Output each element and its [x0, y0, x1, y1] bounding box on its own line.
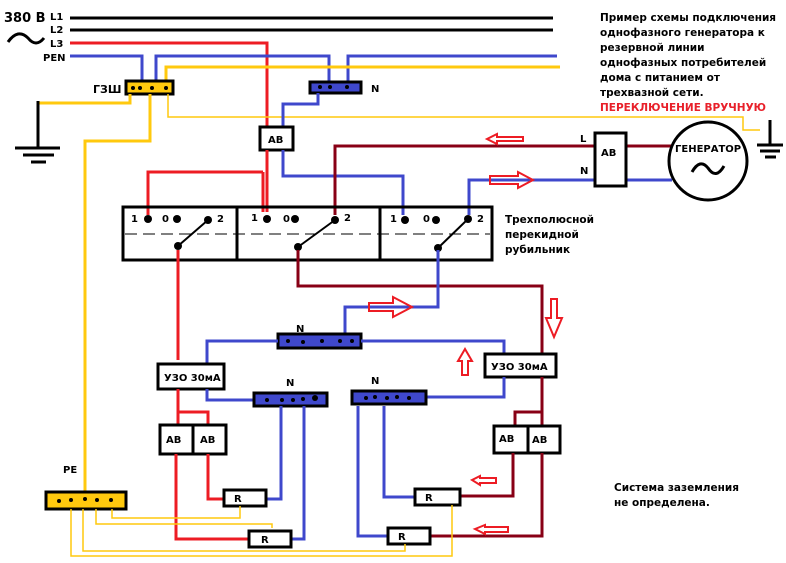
- ground-icon-right: [757, 143, 783, 159]
- generator-breaker-label: АВ: [601, 148, 616, 159]
- pe-bus-label: PE: [63, 465, 77, 476]
- rcd-left-label: УЗО 30мА: [164, 373, 221, 384]
- main-breaker-label: АВ: [268, 135, 283, 146]
- n-bus-middle-label: N: [296, 324, 304, 335]
- breaker-left-1-label: АВ: [166, 435, 181, 446]
- pole1-pos0-label: 0: [162, 214, 169, 225]
- rcd-right-label: УЗО 30мА: [491, 362, 548, 373]
- grounding-note: Система заземления не определена.: [614, 481, 739, 511]
- wire-pe-top: [164, 65, 560, 83]
- wire-l3: [70, 41, 269, 130]
- generator-label: ГЕНЕРАТОР: [675, 144, 741, 155]
- description-line: трехвазной сети.: [600, 87, 704, 99]
- breaker-right-1-label: АВ: [499, 434, 514, 445]
- line-label-pen: PEN: [43, 53, 66, 64]
- supply-header: 380 В L1 L2 L3 PEN: [4, 11, 66, 64]
- pole2-pos1-label: 1: [251, 213, 258, 224]
- pole1-pos2-label: 2: [217, 214, 224, 225]
- gzsh-label: ГЗШ: [93, 83, 121, 96]
- rcd-right: [483, 352, 558, 379]
- wire-gen-l: [333, 144, 595, 215]
- wire-right-phase: [296, 250, 544, 353]
- wire-n-to-gen: [346, 54, 557, 84]
- switch-caption-3: рубильник: [505, 244, 570, 256]
- line-label-l1: L1: [50, 12, 63, 23]
- arrow-down-icon: [544, 298, 564, 340]
- load-r-2-label: R: [261, 535, 269, 546]
- gen-l-label: L: [580, 134, 587, 145]
- wire-n-out: [343, 250, 440, 334]
- breaker-pair-left: АВ АВ: [158, 423, 228, 456]
- n-bus-right: N: [350, 376, 428, 406]
- load-r-2: R: [247, 529, 293, 549]
- breaker-pair-right: АВ АВ: [492, 424, 562, 455]
- grounding-note-line: Система заземления: [614, 482, 739, 494]
- generator-breaker: [593, 131, 628, 188]
- n-bus-top: N: [308, 80, 379, 95]
- arrow-left-icon: [472, 523, 509, 536]
- voltage-label: 380 В: [4, 11, 46, 26]
- line-label-l2: L2: [50, 25, 63, 36]
- load-r-1: R: [222, 488, 268, 508]
- gzsh-bus: ГЗШ: [93, 79, 175, 96]
- main-breaker: [258, 125, 295, 152]
- wire-gen-n: [467, 178, 595, 215]
- pole3-pos2-label: 2: [477, 214, 484, 225]
- breaker-right-2-label: АВ: [532, 435, 547, 446]
- n-bus-top-label: N: [371, 84, 379, 95]
- breaker-left-2-label: АВ: [200, 435, 215, 446]
- load-r-4: R: [386, 526, 432, 546]
- n-bus-right-label: N: [371, 376, 379, 387]
- switch-caption-2: перекидной: [505, 229, 579, 241]
- description-line: Пример схемы подключения: [600, 12, 777, 24]
- ground-icon-left: [15, 146, 60, 164]
- n-bus-left: N: [252, 378, 329, 408]
- arrow-left-icon: [484, 132, 524, 146]
- switch-caption-1: Трехполюсной: [505, 214, 594, 226]
- line-label-l3: L3: [50, 39, 63, 50]
- description-line: дома с питанием от: [600, 72, 720, 84]
- ac-sine-icon: [6, 32, 46, 45]
- grounding-note-line: не определена.: [614, 497, 710, 509]
- pole2-pos0-label: 0: [283, 214, 290, 225]
- ac-sine-icon: [690, 162, 726, 175]
- description-line: однофазного генератора к: [600, 27, 765, 39]
- manual-switching-note: ПЕРЕКЛЮЧЕНИЕ ВРУЧНУЮ: [600, 102, 767, 114]
- wire-pen: [70, 54, 144, 83]
- arrow-right-icon: [489, 170, 536, 190]
- description-note: Пример схемы подключения однофазного ген…: [600, 11, 776, 116]
- pole2-pos2-label: 2: [344, 213, 351, 224]
- gen-n-label: N: [580, 166, 588, 177]
- pole3-pos1-label: 1: [390, 214, 397, 225]
- load-r-1-label: R: [234, 494, 242, 505]
- description-line: резервной линии: [600, 42, 705, 54]
- arrow-right-icon: [368, 295, 415, 319]
- pe-bus: [44, 490, 128, 511]
- arrow-left-icon: [469, 474, 497, 487]
- rcd-left: [156, 362, 226, 391]
- n-bus-middle: N: [276, 324, 363, 350]
- pole1-pos1-label: 1: [131, 214, 138, 225]
- arrow-up-icon: [456, 347, 474, 376]
- n-bus-left-label: N: [286, 378, 294, 389]
- wire-n-link: [154, 54, 331, 87]
- load-r-3: R: [413, 487, 462, 507]
- wire-pe-to-gen-ground: [167, 94, 760, 131]
- wire-pe-to-bus: [83, 94, 152, 495]
- generator: ГЕНЕРАТОР: [667, 120, 749, 202]
- pole3-pos0-label: 0: [423, 214, 430, 225]
- load-r-4-label: R: [398, 532, 406, 543]
- description-line: однофазных потребителей: [600, 57, 767, 69]
- changeover-switch: 1 0 2 1 0 2 1 0 2: [121, 205, 494, 262]
- load-r-3-label: R: [425, 493, 433, 504]
- wire-ground-left: [37, 94, 132, 105]
